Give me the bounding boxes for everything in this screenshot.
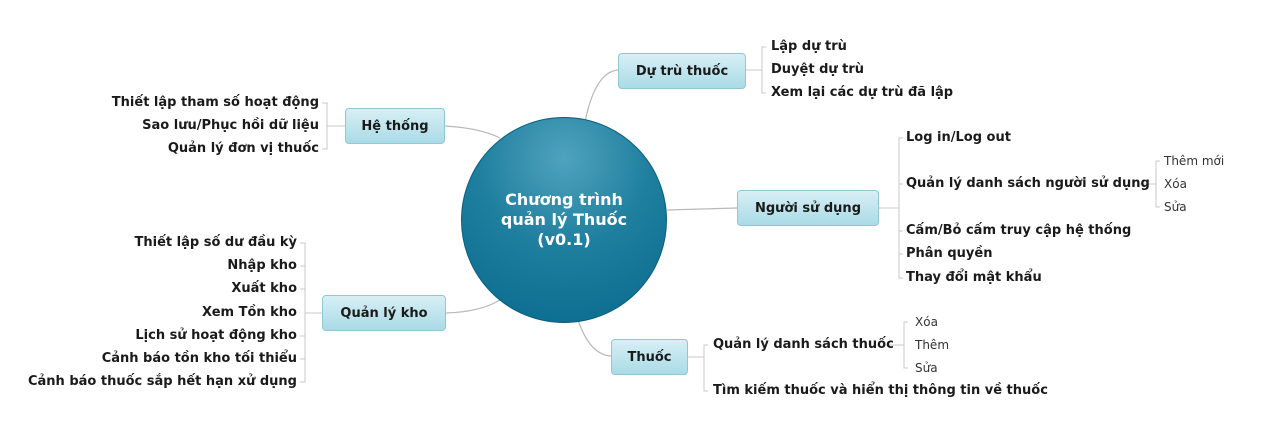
leaf-sao-luu-phuc-hoi[interactable]: Sao lưu/Phục hồi dữ liệu — [142, 118, 319, 133]
branch-quan-ly-kho[interactable]: Quản lý kho — [322, 295, 446, 331]
branch-label: Quản lý kho — [340, 305, 428, 321]
leaf-login-logout[interactable]: Log in/Log out — [906, 130, 1011, 145]
leaf-phan-quyen[interactable]: Phân quyền — [906, 246, 993, 261]
sub-xoa[interactable]: Xóa — [1164, 177, 1187, 191]
central-topic-label: Chương trình quản lý Thuốc (v0.1) — [500, 190, 628, 249]
leaf-quan-ly-nguoi-dung[interactable]: Quản lý danh sách người sử dụng — [906, 176, 1150, 191]
leaf-xem-ton-kho[interactable]: Xem Tồn kho — [202, 305, 297, 320]
leaf-tim-kiem-thuoc[interactable]: Tìm kiếm thuốc và hiển thị thông tin về … — [713, 383, 1048, 398]
sub-them-moi[interactable]: Thêm mới — [1164, 154, 1225, 168]
branch-he-thong[interactable]: Hệ thống — [345, 108, 445, 144]
sub-sua[interactable]: Sửa — [915, 361, 938, 375]
leaf-lich-su-kho[interactable]: Lịch sử hoạt động kho — [135, 328, 297, 343]
leaf-xem-lai-du-tru[interactable]: Xem lại các dự trù đã lập — [771, 85, 954, 100]
sub-xoa[interactable]: Xóa — [915, 315, 938, 329]
branch-label: Dự trù thuốc — [635, 63, 729, 79]
branch-label: Hệ thống — [361, 118, 429, 134]
leaf-cam-truy-cap[interactable]: Cấm/Bỏ cấm truy cập hệ thống — [906, 223, 1132, 238]
leaf-quan-ly-don-vi[interactable]: Quản lý đơn vị thuốc — [167, 141, 319, 156]
leaf-thiet-lap-tham-so[interactable]: Thiết lập tham số hoạt động — [111, 95, 319, 110]
sub-them[interactable]: Thêm — [915, 338, 950, 352]
leaf-lap-du-tru[interactable]: Lập dự trù — [771, 39, 847, 54]
leaf-duyet-du-tru[interactable]: Duyệt dự trù — [771, 62, 865, 77]
branch-du-tru-thuoc[interactable]: Dự trù thuốc — [618, 53, 746, 89]
leaf-xuat-kho[interactable]: Xuất kho — [231, 281, 297, 296]
branch-label: Người sử dụng — [755, 200, 861, 216]
leaf-nhap-kho[interactable]: Nhập kho — [227, 258, 297, 273]
sub-sua[interactable]: Sửa — [1164, 200, 1187, 214]
central-topic[interactable]: Chương trình quản lý Thuốc (v0.1) — [461, 117, 667, 323]
leaf-thay-doi-mat-khau[interactable]: Thay đổi mật khẩu — [906, 270, 1042, 285]
branch-nguoi-su-dung[interactable]: Người sử dụng — [737, 190, 879, 226]
branch-thuoc[interactable]: Thuốc — [611, 339, 688, 375]
leaf-so-du-dau-ky[interactable]: Thiết lập số dư đầu kỳ — [134, 235, 297, 250]
leaf-canh-bao-het-han[interactable]: Cảnh báo thuốc sắp hết hạn xử dụng — [27, 374, 297, 389]
branch-label: Thuốc — [627, 349, 672, 365]
leaf-canh-bao-ton-kho[interactable]: Cảnh báo tồn kho tối thiểu — [101, 351, 297, 366]
leaf-quan-ly-danh-sach-thuoc[interactable]: Quản lý danh sách thuốc — [713, 337, 894, 352]
